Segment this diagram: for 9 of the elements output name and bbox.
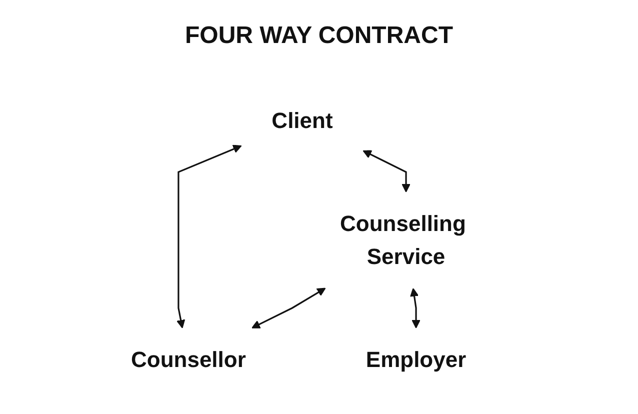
node-text: Counselling Service	[340, 210, 466, 269]
arrow	[176, 144, 242, 328]
arrow	[410, 288, 421, 328]
arrow	[252, 288, 326, 328]
node-text: Counsellor	[131, 346, 246, 372]
node-text: Employer	[366, 346, 467, 372]
arrow	[363, 150, 411, 192]
diagram-title: FOUR WAY CONTRACT	[184, 22, 454, 50]
node-text: Client	[272, 108, 334, 133]
